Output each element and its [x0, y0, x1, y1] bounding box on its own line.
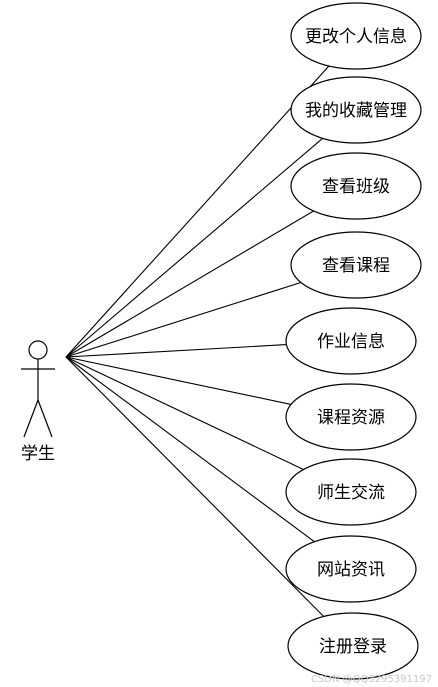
watermark: CSDN @QQ3295391197	[311, 674, 432, 685]
use-case-label: 查看课程	[322, 256, 390, 276]
use-case-ellipse	[290, 2, 422, 70]
use-case-homework-info: 作业信息	[285, 307, 417, 375]
association-line-7	[65, 356, 304, 470]
association-line-8	[65, 356, 315, 543]
association-line-5	[65, 344, 287, 358]
use-cases: 更改个人信息 我的收藏管理 查看班级 查看课程 作业信息 课程资源 师生交流	[285, 2, 422, 680]
actor-left-leg	[23, 399, 39, 438]
use-case-teacher-student-chat: 师生交流	[285, 458, 417, 526]
association-line-9	[65, 356, 325, 617]
use-case-label: 作业信息	[317, 332, 385, 352]
use-case-ellipse	[285, 307, 417, 375]
use-case-site-news: 网站资讯	[285, 535, 417, 603]
association-line-3	[65, 210, 314, 358]
use-case-ellipse	[290, 152, 422, 220]
use-case-ellipse	[287, 612, 419, 680]
use-case-update-profile: 更改个人信息	[290, 2, 422, 70]
association-line-1	[65, 65, 330, 358]
use-case-ellipse	[290, 76, 422, 144]
association-line-4	[65, 281, 302, 358]
use-case-ellipse	[285, 458, 417, 526]
use-case-view-course: 查看课程	[290, 231, 422, 299]
use-case-label: 更改个人信息	[305, 27, 407, 47]
use-case-ellipse	[290, 231, 422, 299]
use-case-ellipse	[285, 383, 417, 451]
use-case-register-login: 注册登录	[287, 612, 419, 680]
use-case-label: 师生交流	[317, 483, 385, 503]
use-case-label: 查看班级	[322, 177, 390, 197]
use-case-label: 网站资讯	[317, 560, 385, 580]
actor-label: 学生	[21, 444, 55, 464]
use-case-course-resources: 课程资源	[285, 383, 417, 451]
use-case-view-class: 查看班级	[290, 152, 422, 220]
association-line-2	[65, 137, 324, 358]
actor-student: 学生	[21, 340, 55, 464]
use-case-label: 注册登录	[319, 637, 387, 657]
actor-right-leg	[37, 399, 53, 438]
actor-head	[28, 340, 48, 360]
use-case-label: 我的收藏管理	[305, 101, 407, 121]
use-case-favorites-management: 我的收藏管理	[290, 76, 422, 144]
use-case-label: 课程资源	[317, 408, 385, 428]
association-line-6	[65, 356, 292, 405]
association-lines	[65, 65, 330, 617]
use-case-ellipse	[285, 535, 417, 603]
